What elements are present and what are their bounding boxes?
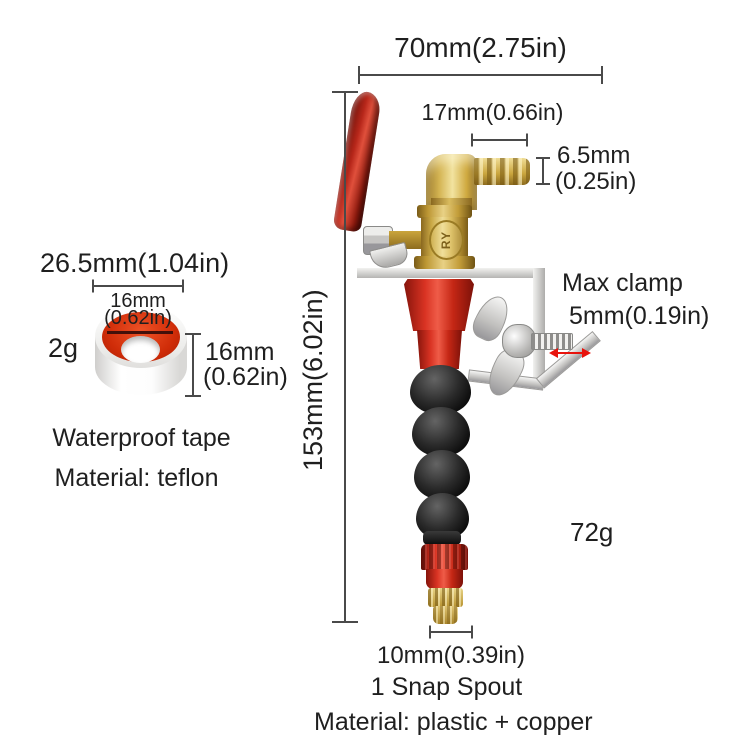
- spout-red-taper: [426, 569, 463, 589]
- tape-name-label: Waterproof tape: [52, 424, 231, 452]
- tape-outer-diameter-label: 26.5mm(1.04in): [40, 248, 230, 278]
- valve-logo-stamp: RY: [429, 220, 464, 260]
- red-coupler-cone: [404, 279, 474, 331]
- tape-height-label-in: (0.62in): [203, 363, 288, 391]
- weight-label: 72g: [570, 517, 614, 547]
- valve-bottom-flange: [414, 256, 475, 269]
- flex-hose-end-ring: [423, 531, 461, 545]
- hose-barb-outlet: [474, 158, 530, 185]
- tape-edge-line: [107, 331, 173, 334]
- barb-diameter-dim-bracket: [542, 157, 544, 185]
- spout-diameter-label: 10mm(0.39in): [376, 642, 526, 669]
- tape-center-hole: [121, 336, 160, 363]
- overall-width-dim-line: [358, 74, 603, 76]
- tape-inner-diameter-label-mm: 16mm: [110, 290, 166, 312]
- arrow-left-head: [549, 348, 558, 358]
- barb-length-label: 17mm(0.66in): [421, 99, 564, 125]
- flex-hose-segment: [410, 365, 471, 415]
- max-clamp-value-label: 5mm(0.19in): [569, 302, 710, 330]
- barb-diameter-label-in: (0.25in): [555, 168, 637, 195]
- clamp-vertical-arm: [533, 268, 545, 378]
- brass-nozzle-knurl: [428, 588, 463, 607]
- tape-weight-label: 2g: [48, 333, 79, 363]
- spout-red-nut: [421, 544, 468, 570]
- flex-hose-segment: [414, 450, 470, 500]
- flex-hose-segment: [412, 407, 470, 457]
- valve-top-flange: [417, 205, 472, 218]
- tape-outer-diameter-dim-line: [92, 285, 184, 287]
- tape-material-label: Material: teflon: [54, 464, 219, 492]
- valve-stamp-text: RY: [439, 230, 454, 250]
- product-material-label: Material: plastic + copper: [314, 708, 593, 736]
- tape-height-label-mm: 16mm: [205, 338, 275, 366]
- max-clamp-label: Max clamp: [562, 269, 683, 297]
- brass-nozzle-tip: [433, 606, 458, 624]
- arrow-line: [556, 352, 584, 354]
- red-lever-handle: [332, 89, 383, 233]
- wing-nut-hub: [502, 324, 536, 358]
- clamp-gap-arrow: [549, 347, 591, 359]
- overall-height-label: 153mm(6.02in): [298, 289, 328, 472]
- overall-height-dim-line: [344, 91, 346, 623]
- tape-height-dim-line: [192, 333, 194, 397]
- overall-width-label: 70mm(2.75in): [394, 32, 567, 63]
- red-coupler-neck: [417, 330, 462, 369]
- arrow-right-head: [582, 348, 591, 358]
- barb-length-dim-line: [471, 139, 528, 141]
- mounting-plate: [357, 268, 545, 278]
- spout-diameter-dim-line: [429, 631, 473, 633]
- snap-spout-label: 1 Snap Spout: [370, 673, 523, 701]
- tape-inner-diameter-label-in: (0.62in): [104, 307, 172, 329]
- barb-diameter-label-mm: 6.5mm: [557, 142, 631, 169]
